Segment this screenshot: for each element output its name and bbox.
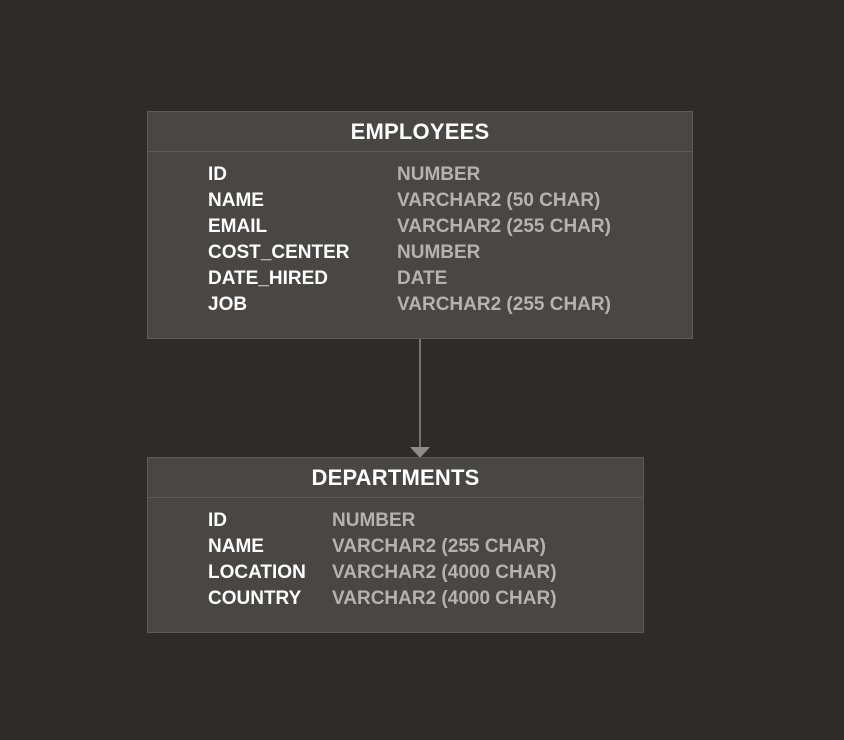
table-employees[interactable]: EMPLOYEES ID NUMBER NAME VARCHAR2 (50 CH… bbox=[147, 111, 693, 339]
column-type: VARCHAR2 (50 CHAR) bbox=[397, 190, 601, 211]
column-name: ID bbox=[208, 164, 227, 185]
column-row: LOCATION VARCHAR2 (4000 CHAR) bbox=[148, 560, 643, 586]
column-name: COST_CENTER bbox=[208, 242, 350, 263]
column-row: COST_CENTER NUMBER bbox=[148, 240, 692, 266]
column-name: NAME bbox=[208, 190, 264, 211]
column-type: VARCHAR2 (4000 CHAR) bbox=[332, 588, 557, 609]
column-name: JOB bbox=[208, 294, 248, 315]
column-name: COUNTRY bbox=[208, 588, 302, 609]
column-row: DATE_HIRED DATE bbox=[148, 266, 692, 292]
column-type: NUMBER bbox=[397, 164, 481, 185]
column-list: ID NUMBER NAME VARCHAR2 (255 CHAR) LOCAT… bbox=[148, 498, 643, 612]
column-name: ID bbox=[208, 510, 227, 531]
table-title: EMPLOYEES bbox=[148, 112, 692, 152]
column-row: JOB VARCHAR2 (255 CHAR) bbox=[148, 292, 692, 318]
column-row: ID NUMBER bbox=[148, 162, 692, 188]
table-title: DEPARTMENTS bbox=[148, 458, 643, 498]
column-row: COUNTRY VARCHAR2 (4000 CHAR) bbox=[148, 586, 643, 612]
column-type: NUMBER bbox=[397, 242, 481, 263]
column-name: EMAIL bbox=[208, 216, 268, 237]
column-type: VARCHAR2 (255 CHAR) bbox=[332, 536, 546, 557]
table-departments[interactable]: DEPARTMENTS ID NUMBER NAME VARCHAR2 (255… bbox=[147, 457, 644, 633]
column-type: NUMBER bbox=[332, 510, 416, 531]
column-type: VARCHAR2 (255 CHAR) bbox=[397, 216, 611, 237]
column-row: NAME VARCHAR2 (255 CHAR) bbox=[148, 534, 643, 560]
column-row: EMAIL VARCHAR2 (255 CHAR) bbox=[148, 214, 692, 240]
column-row: ID NUMBER bbox=[148, 508, 643, 534]
column-row: NAME VARCHAR2 (50 CHAR) bbox=[148, 188, 692, 214]
column-type: VARCHAR2 (4000 CHAR) bbox=[332, 562, 557, 583]
column-type: VARCHAR2 (255 CHAR) bbox=[397, 294, 611, 315]
column-list: ID NUMBER NAME VARCHAR2 (50 CHAR) EMAIL … bbox=[148, 152, 692, 318]
column-type: DATE bbox=[397, 268, 448, 289]
column-name: NAME bbox=[208, 536, 264, 557]
column-name: DATE_HIRED bbox=[208, 268, 328, 289]
arrowhead-icon bbox=[410, 447, 430, 458]
column-name: LOCATION bbox=[208, 562, 306, 583]
